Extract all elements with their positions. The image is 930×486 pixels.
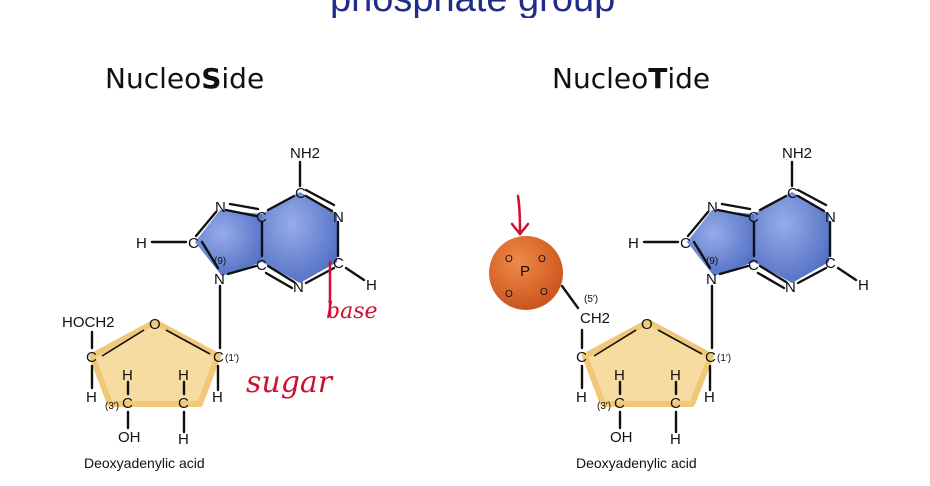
c2-label-right: C bbox=[670, 395, 681, 412]
base-six-ring-right bbox=[754, 192, 829, 283]
pos9-label: (9) bbox=[214, 256, 226, 267]
nucleoside-caption: Deoxyadenylic acid bbox=[84, 455, 205, 471]
phosphate-p: P bbox=[520, 263, 530, 280]
nh2-label-right: NH2 bbox=[782, 145, 812, 162]
oh-label: OH bbox=[118, 429, 141, 446]
phosphate-o-right: O bbox=[538, 254, 546, 265]
pos1-label-right: (1′) bbox=[717, 353, 731, 364]
base-six-ring bbox=[262, 192, 337, 283]
h-right-label-right: H bbox=[858, 277, 869, 294]
sugar-annotation: sugar bbox=[246, 365, 334, 400]
base-annotation: base bbox=[326, 299, 378, 324]
phosphate-o-top: O bbox=[505, 254, 513, 265]
pos3-label-right: (3′) bbox=[597, 401, 611, 412]
n-right-label-right: N bbox=[825, 209, 836, 226]
h3a-label: H bbox=[122, 367, 133, 384]
n9-label: N bbox=[214, 271, 225, 288]
o-ring-label-right: O bbox=[641, 316, 653, 333]
nucleotide-caption: Deoxyadenylic acid bbox=[576, 455, 697, 471]
h3a-label-right: H bbox=[614, 367, 625, 384]
h4-label: H bbox=[86, 389, 97, 406]
c-right-label: C bbox=[333, 255, 344, 272]
o-ring-label: O bbox=[149, 316, 161, 333]
h-right-label: H bbox=[366, 277, 377, 294]
c3-label: C bbox=[122, 395, 133, 412]
h-left-label-right: H bbox=[628, 235, 639, 252]
c-top-label: C bbox=[295, 185, 306, 202]
h1-label-right: H bbox=[704, 389, 715, 406]
c4-label-right: C bbox=[576, 349, 587, 366]
c1-label-right: C bbox=[705, 349, 716, 366]
n-top-label-right: N bbox=[707, 199, 718, 216]
nucleoside-diagram: NH2 H C N C C N C H N C N (9) HOCH2 O C … bbox=[62, 145, 378, 471]
nucleotide-title-part3: ide bbox=[667, 62, 711, 95]
h-left-label: H bbox=[136, 235, 147, 252]
n9-label-right: N bbox=[706, 271, 717, 288]
c-bottom-label-right: C bbox=[748, 257, 759, 274]
slide-title-partial: phosphate group bbox=[330, 0, 850, 18]
c-mid-label: C bbox=[256, 209, 267, 226]
phosphate-group bbox=[489, 236, 563, 310]
c-bottom-label: C bbox=[256, 257, 267, 274]
phosphate-o-bottom: O bbox=[540, 287, 548, 298]
h4-label-right: H bbox=[576, 389, 587, 406]
h2a-label: H bbox=[178, 367, 189, 384]
sugar-ring-right bbox=[582, 319, 714, 407]
hoch2-label: HOCH2 bbox=[62, 314, 115, 331]
nucleoside-title: NucleoSide bbox=[105, 62, 264, 95]
phosphate-o-left: O bbox=[505, 289, 513, 300]
pos3-label: (3′) bbox=[105, 401, 119, 412]
nucleotide-diagram: P O O O O bbox=[489, 145, 869, 471]
phosphate-arrow-icon bbox=[510, 194, 530, 237]
c-top-label-right: C bbox=[787, 185, 798, 202]
c2-label: C bbox=[178, 395, 189, 412]
pos9-label-right: (9) bbox=[706, 256, 718, 267]
c-left-label: C bbox=[188, 235, 199, 252]
n-bottom-label-right: N bbox=[785, 279, 796, 296]
ch2-label: CH2 bbox=[580, 310, 610, 327]
nh2-label: NH2 bbox=[290, 145, 320, 162]
oh-label-right: OH bbox=[610, 429, 633, 446]
nucleotide-title-bold: T bbox=[648, 62, 668, 95]
c-mid-label-right: C bbox=[748, 209, 759, 226]
n-right-label: N bbox=[333, 209, 344, 226]
pos5-label: (5′) bbox=[584, 294, 598, 305]
c-left-label-right: C bbox=[680, 235, 691, 252]
pos1-label: (1′) bbox=[225, 353, 239, 364]
h2a-label-right: H bbox=[670, 367, 681, 384]
nucleoside-title-bold: S bbox=[201, 62, 222, 95]
nucleotide-title: NucleoTide bbox=[552, 62, 710, 95]
n-top-label: N bbox=[215, 199, 226, 216]
h2b-label-right: H bbox=[670, 431, 681, 448]
nucleoside-title-part1: Nucleo bbox=[105, 62, 202, 95]
nucleoside-title-part3: ide bbox=[221, 62, 265, 95]
n-bottom-label: N bbox=[293, 279, 304, 296]
h2b-label: H bbox=[178, 431, 189, 448]
c1-label: C bbox=[213, 349, 224, 366]
c3-label-right: C bbox=[614, 395, 625, 412]
nucleotide-title-part1: Nucleo bbox=[552, 62, 649, 95]
sugar-ring bbox=[89, 319, 221, 407]
c4-label: C bbox=[86, 349, 97, 366]
h1-label: H bbox=[212, 389, 223, 406]
c-right-label-right: C bbox=[825, 255, 836, 272]
